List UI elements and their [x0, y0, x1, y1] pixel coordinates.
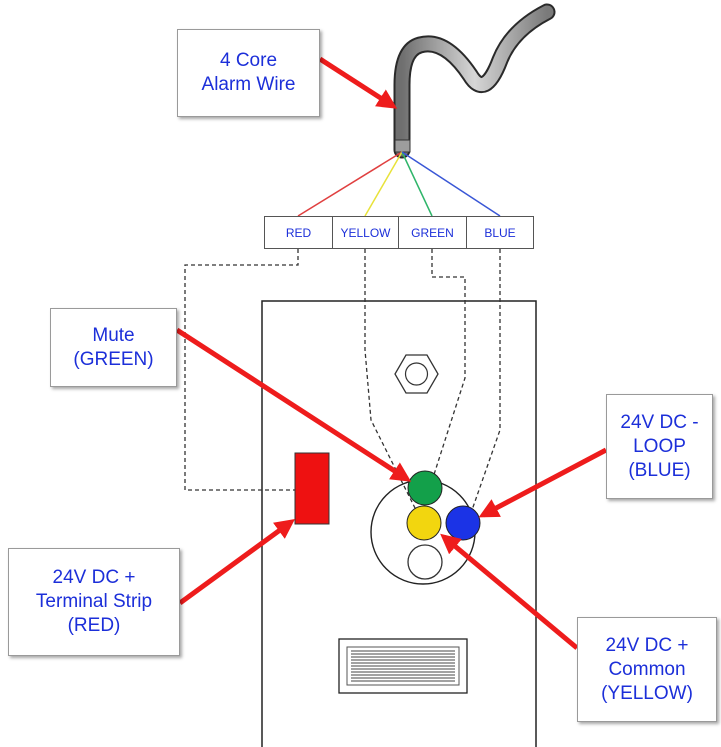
callout-line: (RED)	[67, 615, 121, 636]
callout-line: (GREEN)	[73, 348, 154, 370]
callout-line: 24V DC -	[620, 411, 699, 433]
terminal-strip-block	[294, 452, 330, 525]
arrow-common	[440, 533, 579, 650]
callout-line: Alarm Wire	[201, 74, 296, 95]
wire-red	[297, 151, 403, 217]
arrow-loop	[478, 447, 608, 518]
terminal-red: RED	[264, 216, 333, 249]
callout-line: 24V DC +	[52, 567, 136, 588]
callout-terminal-strip: 24V DC + Terminal Strip (RED)	[8, 548, 180, 656]
callout-common: 24V DC + Common (YELLOW)	[577, 617, 717, 722]
terminal-green: GREEN	[398, 216, 467, 249]
terminal-yellow: YELLOW	[332, 216, 399, 249]
wire-green	[401, 151, 433, 217]
terminal-label: GREEN	[411, 225, 454, 240]
callout-line: LOOP	[633, 435, 686, 457]
vent-grille	[338, 638, 468, 694]
terminal-label: RED	[285, 225, 312, 240]
arrow-mute	[175, 327, 412, 482]
dashed-wire-red	[184, 249, 300, 491]
pin-blue-loop	[445, 505, 481, 541]
arrow-cable	[318, 56, 398, 109]
callout-line: 24V DC +	[605, 634, 689, 656]
callout-alarm-wire: 4 Core Alarm Wire	[177, 29, 320, 117]
callout-line: 4 Core	[219, 50, 278, 71]
pin-yellow-common	[406, 505, 442, 541]
terminal-label: BLUE	[484, 225, 516, 240]
callout-line: (BLUE)	[628, 459, 691, 481]
dashed-wire-yellow	[364, 249, 418, 513]
terminal-label: YELLOW	[340, 225, 391, 240]
pin-bottom	[407, 544, 443, 580]
callout-line: (YELLOW)	[601, 682, 693, 704]
arrow-terminal-strip	[178, 519, 296, 606]
terminal-blue: BLUE	[466, 216, 534, 249]
callout-line: Common	[608, 658, 686, 680]
callout-line: Terminal Strip	[35, 591, 153, 612]
hex-nut-icon	[394, 354, 439, 394]
pin-green-mute	[407, 470, 443, 506]
callout-loop: 24V DC - LOOP (BLUE)	[606, 394, 713, 499]
alarm-wire-cable	[393, 3, 556, 159]
callout-line: Mute	[92, 324, 135, 346]
wire-blue	[401, 151, 501, 217]
wire-yellow	[364, 151, 403, 217]
callout-mute: Mute (GREEN)	[50, 308, 177, 387]
